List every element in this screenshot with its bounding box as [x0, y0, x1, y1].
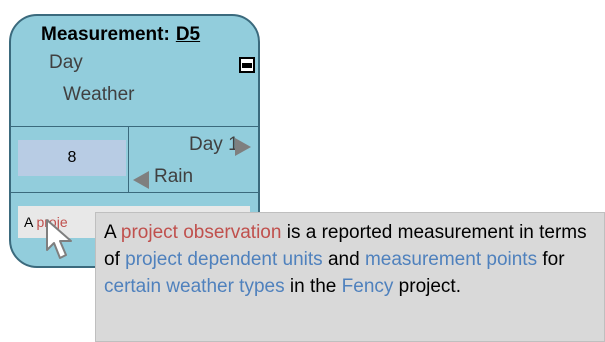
mouse-pointer-icon: [46, 219, 72, 259]
minus-box-icon[interactable]: [239, 57, 255, 73]
description-project-text: proje: [36, 214, 68, 230]
triangle-right-icon[interactable]: [235, 138, 251, 156]
day-label: Day: [49, 52, 83, 73]
tooltip-text: project.: [393, 276, 461, 297]
tooltip-term-project-name: Fency: [341, 276, 394, 297]
tooltip-text: A: [104, 222, 121, 243]
tooltip: A project observation is a reported meas…: [95, 212, 605, 342]
tooltip-term-project-observation: project observation: [120, 222, 282, 243]
tooltip-term-measurement-points: measurement points: [364, 249, 538, 270]
tooltip-text: for: [537, 249, 565, 270]
description-prefix: A: [24, 214, 37, 230]
weather-label: Weather: [63, 84, 135, 105]
divider: [11, 192, 258, 193]
tooltip-text: and: [322, 249, 365, 270]
widget-title: Measurement:D5: [41, 24, 200, 46]
measurement-code-link[interactable]: D5: [175, 24, 201, 45]
triangle-left-icon[interactable]: [133, 171, 149, 189]
tooltip-text: in the: [284, 276, 342, 297]
tooltip-text: is a reported measurement in terms of: [104, 222, 587, 270]
weather-value: Rain: [154, 166, 194, 187]
tooltip-term-weather-types: certain weather types: [104, 276, 285, 297]
tooltip-term-project-units: project dependent units: [125, 249, 323, 270]
divider: [128, 127, 129, 192]
day-value: Day 1: [189, 134, 239, 155]
title-prefix: Measurement:: [41, 24, 170, 45]
divider: [11, 126, 258, 127]
measurement-value-field[interactable]: 8: [18, 140, 126, 176]
